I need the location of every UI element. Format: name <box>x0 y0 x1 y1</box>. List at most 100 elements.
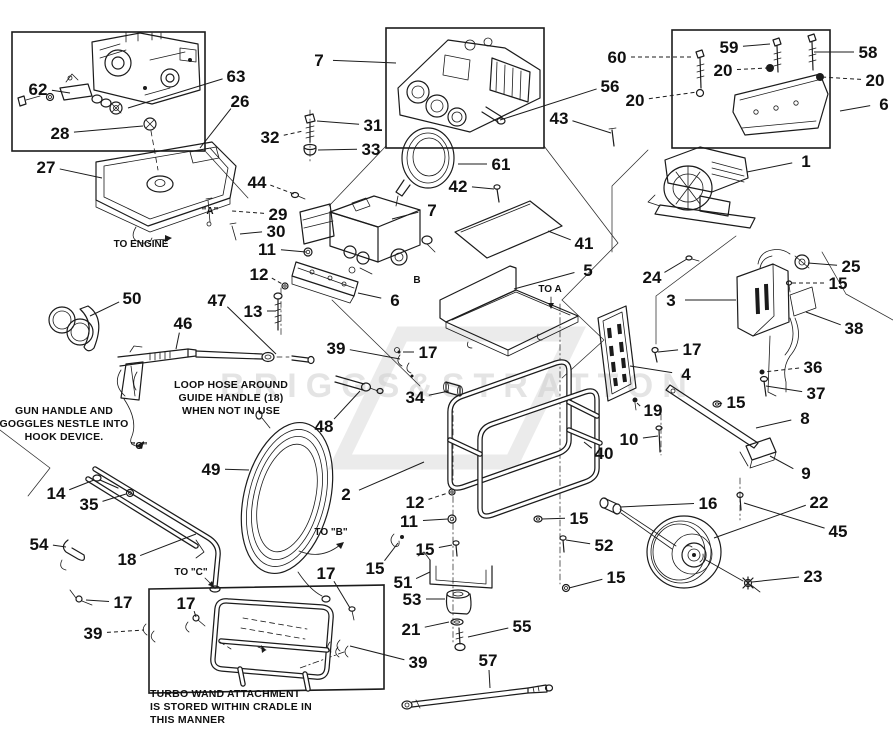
part-callout-29: 29 <box>269 205 288 224</box>
leader-line-15 <box>541 517 566 520</box>
inset-box-carburetor <box>11 31 206 152</box>
loop-hose-note-line: LOOP HOSE AROUND <box>174 379 288 391</box>
leader-line-45 <box>743 502 825 529</box>
leader-line-15 <box>438 544 453 549</box>
part-callout-15: 15 <box>727 393 746 412</box>
part-callout-7: 7 <box>314 51 323 70</box>
part-callout-16: 16 <box>699 494 718 513</box>
outlet-fitting-56 <box>481 106 506 125</box>
part-callout-44: 44 <box>248 173 267 192</box>
part-callout-12: 12 <box>406 493 425 512</box>
part-callout-15: 15 <box>607 568 626 587</box>
part-callout-48: 48 <box>315 417 334 436</box>
part-callout-35: 35 <box>80 495 99 514</box>
carburetor-art <box>91 31 201 105</box>
leader-line-22 <box>713 504 806 539</box>
part-callout-39: 39 <box>84 624 103 643</box>
leader-line-12 <box>271 277 285 286</box>
leader-line-24 <box>664 258 688 273</box>
part-callout-21: 21 <box>402 620 421 639</box>
leader-line-52 <box>565 539 591 545</box>
part-callout-62: 62 <box>29 80 48 99</box>
part-callout-43: 43 <box>550 109 569 128</box>
part-callout-11: 11 <box>258 240 276 259</box>
foot-hardware <box>299 488 571 669</box>
part-callout-3: 3 <box>666 291 675 310</box>
fuel-tank <box>95 113 317 331</box>
part-callout-63: 63 <box>227 67 246 86</box>
part-callout-15: 15 <box>570 509 589 528</box>
hose-coil-61 <box>395 127 455 207</box>
leader-line-42 <box>471 186 495 190</box>
part-callout-4: 4 <box>681 365 691 384</box>
vent-panel-4 <box>597 305 659 411</box>
part-callout-15: 15 <box>366 559 385 578</box>
leader-line-57 <box>488 669 491 689</box>
leader-line-20 <box>736 67 768 71</box>
leader-line-2 <box>358 461 425 491</box>
leader-line-12 <box>428 492 449 500</box>
leader-line-39 <box>106 629 145 633</box>
inset-box-bolts <box>671 29 831 149</box>
part-callout-30: 30 <box>267 222 286 241</box>
part-callout-20: 20 <box>866 71 885 90</box>
leader-line-1 <box>746 162 793 173</box>
part-callout-17: 17 <box>114 593 133 612</box>
callout-layer: 6263262827442930111213323133756604361424… <box>0 38 889 726</box>
part-callout-20: 20 <box>714 61 733 80</box>
leader-line-17 <box>657 349 679 353</box>
part-callout-33: 33 <box>362 140 381 159</box>
leader-line-35 <box>102 493 127 502</box>
part-callout-31: 31 <box>364 116 383 135</box>
leader-line-37 <box>765 385 803 393</box>
leader-line-17 <box>85 599 110 602</box>
part-callout-38: 38 <box>845 319 864 338</box>
part-callout-60: 60 <box>608 48 627 67</box>
ref-label: TO ENGINE <box>114 239 169 250</box>
leader-line-23 <box>751 576 800 583</box>
part-callout-13: 13 <box>244 302 263 321</box>
leader-line-62 <box>51 89 71 94</box>
inset-box-cradle <box>148 584 385 694</box>
pin-43 <box>608 127 617 147</box>
bracket-plate-6 <box>732 73 829 136</box>
part-callout-56: 56 <box>601 77 620 96</box>
leader-line-55 <box>467 627 509 638</box>
axle-bolt-23 <box>742 576 761 593</box>
leader-line-48 <box>333 390 361 420</box>
leader-line-6 <box>357 292 382 299</box>
part-callout-1: 1 <box>801 152 810 171</box>
bracket-6-center <box>291 261 359 304</box>
leader-line-32 <box>283 130 304 136</box>
bolt-58 <box>807 33 824 81</box>
leader-line-54 <box>52 544 67 548</box>
part-callout-28: 28 <box>51 124 70 143</box>
part-callout-39: 39 <box>327 339 346 358</box>
part-callout-8: 8 <box>800 409 809 428</box>
frame-2 <box>447 359 603 519</box>
leader-line-5 <box>513 272 575 290</box>
leader-line-38 <box>805 311 841 326</box>
leader-line-8 <box>755 419 792 429</box>
part-callout-12: 12 <box>250 265 269 284</box>
leader-line-7 <box>391 211 419 220</box>
leader-line-29 <box>231 210 265 214</box>
leader-line-44 <box>270 184 295 195</box>
leader-line-40 <box>583 441 593 449</box>
turbo-wand-note-line: IS STORED WITHIN CRADLE IN <box>150 701 312 713</box>
axle-assembly <box>655 369 777 511</box>
leader-line-39 <box>349 349 401 360</box>
part-callout-24: 24 <box>643 268 662 287</box>
part-callout-27: 27 <box>37 158 56 177</box>
leader-line-63 <box>127 78 223 109</box>
leader-line-7 <box>332 59 397 64</box>
leader-line-28 <box>73 125 144 133</box>
wheel-22 <box>599 497 761 593</box>
leader-line-25 <box>807 262 838 266</box>
leader-line-27 <box>59 168 103 179</box>
fuel-valve-art <box>17 73 123 115</box>
part-callout-26: 26 <box>231 92 250 111</box>
leader-line-15 <box>717 402 723 405</box>
nozzle-48 <box>334 375 384 395</box>
part-callout-36: 36 <box>804 358 823 377</box>
